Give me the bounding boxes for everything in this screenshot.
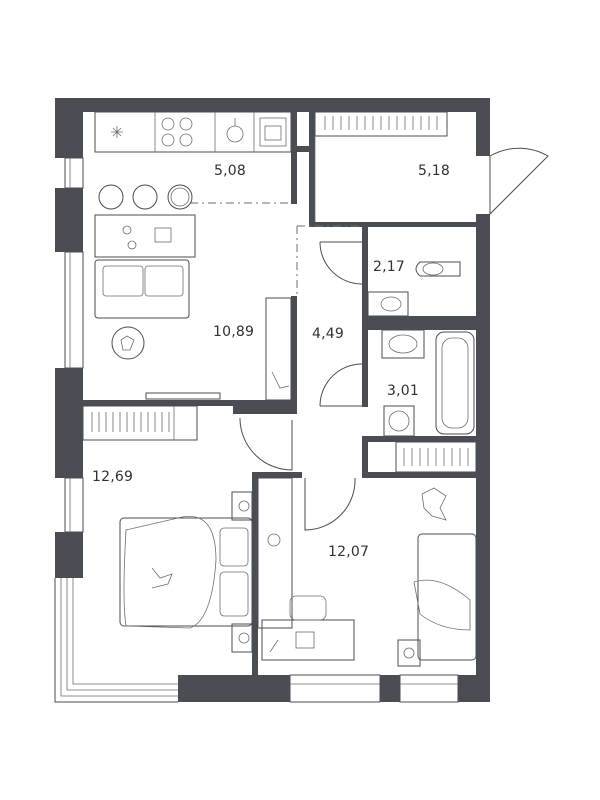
wall-left-2 xyxy=(55,188,83,252)
wall-left-4 xyxy=(55,532,83,578)
hangers-icon xyxy=(91,412,170,432)
laptop-icon xyxy=(154,227,172,243)
stool-icon xyxy=(132,184,158,210)
window-living xyxy=(64,251,84,369)
wall-top xyxy=(55,98,490,112)
room-area-toilet: 2,17 xyxy=(373,259,405,275)
sofa xyxy=(94,259,190,319)
wall-right-2 xyxy=(476,214,490,702)
single-bed xyxy=(417,533,477,661)
room-area-kids-room: 12,07 xyxy=(328,544,370,560)
wall-bath-bottom xyxy=(362,436,482,442)
laptop-icon xyxy=(295,631,315,649)
window-kitchen xyxy=(64,157,84,189)
stool-icon xyxy=(98,184,124,210)
wall-left-1 xyxy=(55,98,83,158)
sink-icon xyxy=(259,117,287,147)
nightstand xyxy=(231,491,253,521)
desk xyxy=(261,619,355,661)
kitchen-furniture xyxy=(94,111,292,210)
wall-right-1 xyxy=(476,98,490,156)
window-bedroom-corner xyxy=(54,578,178,703)
room-area-bathroom: 3,01 xyxy=(387,383,419,399)
wall-toilet-bath xyxy=(362,316,482,330)
bath-sink xyxy=(381,329,425,359)
bathtub xyxy=(435,331,475,435)
wall-storage-bottom xyxy=(309,222,482,227)
entrance-door xyxy=(489,147,549,216)
room-area-hall: 4,49 xyxy=(312,326,344,342)
window-kids-2 xyxy=(399,674,459,703)
chair xyxy=(289,595,327,621)
interior-walls xyxy=(83,112,482,675)
wall-kitchen-storage xyxy=(291,112,297,204)
wall-bottom-1 xyxy=(178,675,290,702)
doors xyxy=(190,147,549,531)
toy-icon xyxy=(151,567,173,589)
washing-machine xyxy=(383,405,415,437)
room-area-kitchen: 5,08 xyxy=(214,163,246,179)
lamp-icon xyxy=(271,371,290,389)
window-bedroom-side xyxy=(64,477,84,533)
hangers-icon xyxy=(324,116,438,130)
ball-icon xyxy=(267,533,281,547)
kids-door xyxy=(304,477,356,531)
bedroom-furniture xyxy=(82,405,253,653)
window-kids-1 xyxy=(289,674,381,703)
toilet-sink xyxy=(367,291,409,317)
tv-cabinet xyxy=(265,297,292,401)
toilet-door xyxy=(319,241,363,285)
room-area-bedroom: 12,69 xyxy=(92,469,134,485)
dishwasher-icon xyxy=(226,125,244,143)
wall-bottom-2 xyxy=(380,675,400,702)
fridge-icon xyxy=(111,126,123,138)
hob-icon xyxy=(161,117,175,131)
toy-icon xyxy=(421,487,447,521)
wall-bedroom-kids-top xyxy=(252,472,302,478)
hangers-icon xyxy=(403,448,469,466)
bathroom-door xyxy=(319,363,363,407)
bedroom-door xyxy=(239,418,293,471)
kids-furniture xyxy=(257,441,477,667)
wall-living-hall xyxy=(291,296,297,414)
living-furniture xyxy=(94,214,292,401)
coffee-table xyxy=(94,214,196,258)
wardrobe-storage xyxy=(314,111,448,137)
wardrobe-kids xyxy=(395,441,477,473)
wardrobe-bedroom xyxy=(82,405,198,441)
lamp-icon xyxy=(269,639,279,653)
wall-kids-top xyxy=(362,472,482,478)
exterior-walls xyxy=(55,98,490,702)
toilet-fixtures xyxy=(367,261,461,317)
wall-bedroom-kids xyxy=(252,472,258,675)
toilet-bowl xyxy=(415,261,461,277)
pouf-icon xyxy=(111,326,145,360)
wall-left-3 xyxy=(55,368,83,478)
plant-icon xyxy=(122,225,132,235)
wall-living-bedroom xyxy=(83,400,233,406)
double-bed xyxy=(119,517,253,627)
storage-wardrobe xyxy=(314,111,448,222)
wall-bottom-3 xyxy=(458,675,490,702)
nightstand xyxy=(397,639,421,667)
nightstand xyxy=(231,623,253,653)
room-area-living: 10,89 xyxy=(213,324,255,340)
bathroom-fixtures xyxy=(381,329,475,437)
radiator xyxy=(145,392,221,400)
windows xyxy=(54,157,459,703)
shelf xyxy=(257,477,293,629)
stool-icon xyxy=(167,184,193,210)
room-area-storage: 5,18 xyxy=(418,163,450,179)
kitchen-counter xyxy=(94,111,292,153)
